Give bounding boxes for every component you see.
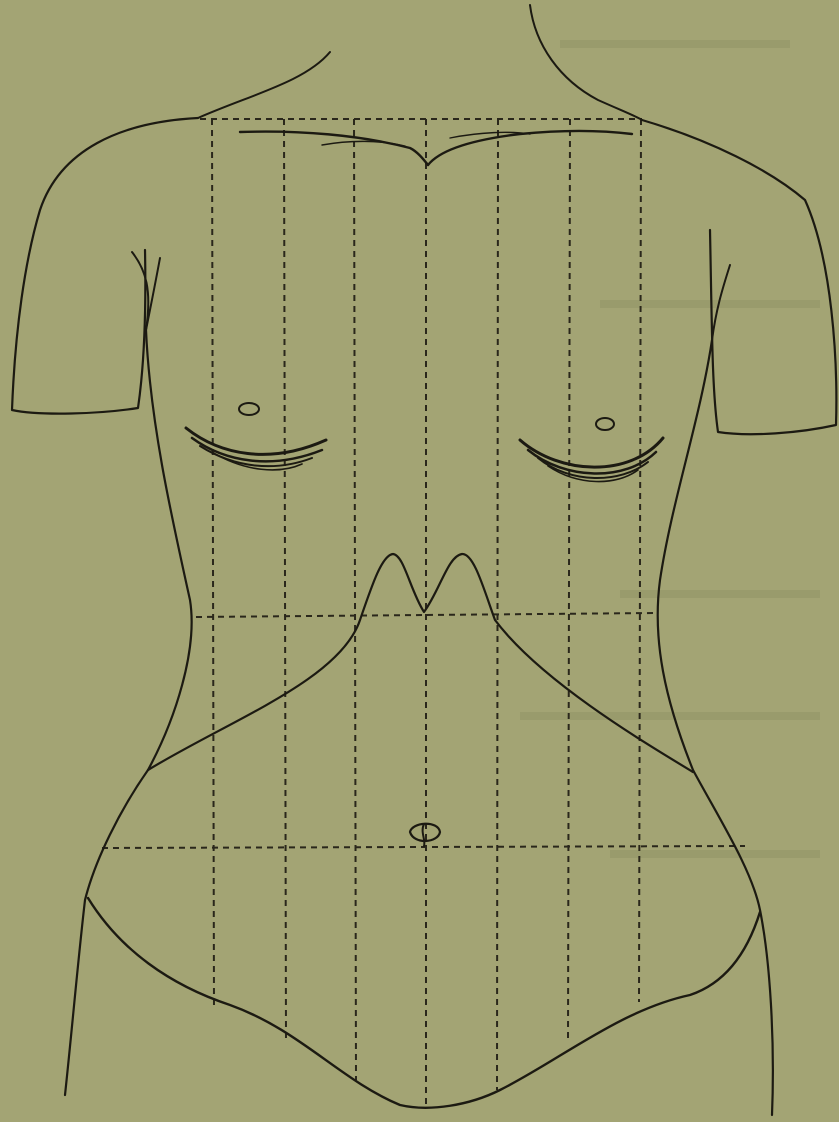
right-breast-shading xyxy=(520,438,663,482)
groin-line xyxy=(88,898,760,1108)
collarbone-left-shade xyxy=(322,141,405,146)
rib-arch-line xyxy=(148,554,693,772)
grid-vertical-2 xyxy=(284,119,286,1042)
bleed-line-1 xyxy=(560,40,790,48)
grid-vertical-7 xyxy=(639,119,641,1002)
bleed-through-text xyxy=(520,40,820,858)
chest-features xyxy=(186,403,663,482)
grid-vertical-6 xyxy=(568,119,570,1040)
bleed-line-4 xyxy=(520,712,820,720)
neck-right-line xyxy=(530,5,642,120)
nipple-icon xyxy=(596,418,614,430)
bleed-line-2 xyxy=(600,300,820,308)
grid-vertical-5 xyxy=(497,119,498,1090)
nipple-icon xyxy=(239,403,259,415)
bleed-line-5 xyxy=(610,850,820,858)
grid-vertical-1 xyxy=(212,119,214,1010)
grid-vertical-3 xyxy=(354,119,356,1080)
left-breast-shading xyxy=(186,428,326,470)
collarbone-left xyxy=(240,132,428,165)
right-shoulder-arm-line xyxy=(642,120,836,434)
left-shoulder-arm-line xyxy=(12,118,198,414)
neck-left-line xyxy=(198,52,330,118)
bleed-line-3 xyxy=(620,590,820,598)
torso-outline-icon xyxy=(12,5,836,1115)
